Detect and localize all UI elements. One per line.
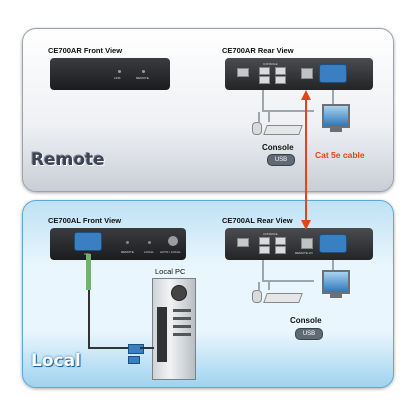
local-local-led <box>148 241 151 244</box>
local-usb-port-1 <box>259 237 270 245</box>
local-vga-wire <box>332 260 334 274</box>
local-rear-console-label: CONSOLE <box>263 232 278 236</box>
pc-slot-4 <box>173 333 191 336</box>
remote-power-port <box>237 68 249 77</box>
local-monitor-icon <box>322 270 350 294</box>
remote-usb-wire-mouse <box>258 112 260 122</box>
remote-led-label-link: LINK <box>114 76 121 80</box>
pc-slot-3 <box>173 325 191 328</box>
remote-usb-badge: USB <box>267 154 295 166</box>
remote-led-label-remote: REMOTE <box>136 76 149 80</box>
remote-remote-led <box>142 70 145 73</box>
cable-label: Cat 5e cable <box>315 150 365 160</box>
remote-usb-port-3 <box>259 76 270 84</box>
pc-fan-icon <box>171 285 187 301</box>
local-front-device: CPU REMOTE LOCAL AUTO / LOCAL <box>50 228 186 260</box>
pc-slot-2 <box>173 317 191 320</box>
local-mouse-icon <box>252 290 262 303</box>
local-vga-plug-icon <box>128 344 144 354</box>
local-rear-title: CE700AL Rear View <box>222 216 293 225</box>
remote-console-label: Console <box>262 143 294 152</box>
local-led-label-local: LOCAL <box>144 250 154 254</box>
local-pc-icon <box>152 278 196 380</box>
local-usb-wire-down <box>262 260 264 282</box>
local-usb-plug-icon <box>128 356 140 364</box>
local-monitor-stand <box>330 294 342 298</box>
pc-io-panel <box>157 307 167 362</box>
remote-monitor-stand <box>330 128 342 132</box>
remote-rj45-port <box>301 68 313 79</box>
remote-usb-port-4 <box>275 76 286 84</box>
local-led-label-auto: AUTO / LOCAL <box>160 250 181 254</box>
pc-slot-1 <box>173 309 191 312</box>
local-usb-wire-keyboard <box>268 282 270 290</box>
remote-usb-wire-down <box>262 90 264 112</box>
local-auto-local-button <box>168 236 178 246</box>
local-cpu-cable-horizontal <box>88 347 132 349</box>
local-led-label-remote: REMOTE <box>121 250 134 254</box>
local-power-port <box>237 238 249 247</box>
remote-usb-wire-horizontal <box>262 110 314 112</box>
local-cpu-cable-down <box>88 290 90 348</box>
local-cpu-cable-to-pc <box>140 347 154 349</box>
local-pc-label: Local PC <box>155 267 186 276</box>
remote-usb-port-2 <box>275 67 286 75</box>
remote-rear-title: CE700AR Rear View <box>222 46 294 55</box>
local-cpu-vga-port <box>74 232 102 251</box>
local-usb-port-4 <box>275 246 286 254</box>
remote-rear-device: CONSOLE <box>225 58 373 90</box>
local-remote-led <box>126 241 129 244</box>
remote-vga-wire <box>332 90 334 108</box>
local-usb-port-2 <box>275 237 286 245</box>
local-usb-port-3 <box>259 246 270 254</box>
local-front-title: CE700AL Front View <box>48 216 122 225</box>
local-usb-badge: USB <box>295 328 323 340</box>
local-remote-io-label: REMOTE I/O <box>295 251 313 255</box>
local-vga-port <box>319 234 347 253</box>
remote-usb-port-1 <box>259 67 270 75</box>
remote-vga-port <box>319 64 347 83</box>
local-label: Local <box>31 351 81 371</box>
local-usb-wire-horizontal <box>262 280 314 282</box>
local-usb-wire-mouse <box>258 282 260 290</box>
local-rj45-port <box>301 238 313 249</box>
remote-link-led <box>118 70 121 73</box>
remote-usb-wire-keyboard <box>268 112 270 122</box>
remote-rear-console-label: CONSOLE <box>263 62 278 66</box>
remote-label: Remote <box>31 150 105 170</box>
remote-front-title: CE700AR Front View <box>48 46 123 55</box>
remote-mouse-icon <box>252 122 262 135</box>
local-cpu-connector-icon <box>86 254 91 290</box>
remote-front-device: LINK REMOTE <box>50 58 170 90</box>
local-rear-device: CONSOLE REMOTE I/O <box>225 228 373 260</box>
remote-monitor-icon <box>322 104 350 128</box>
local-console-label: Console <box>290 316 322 325</box>
